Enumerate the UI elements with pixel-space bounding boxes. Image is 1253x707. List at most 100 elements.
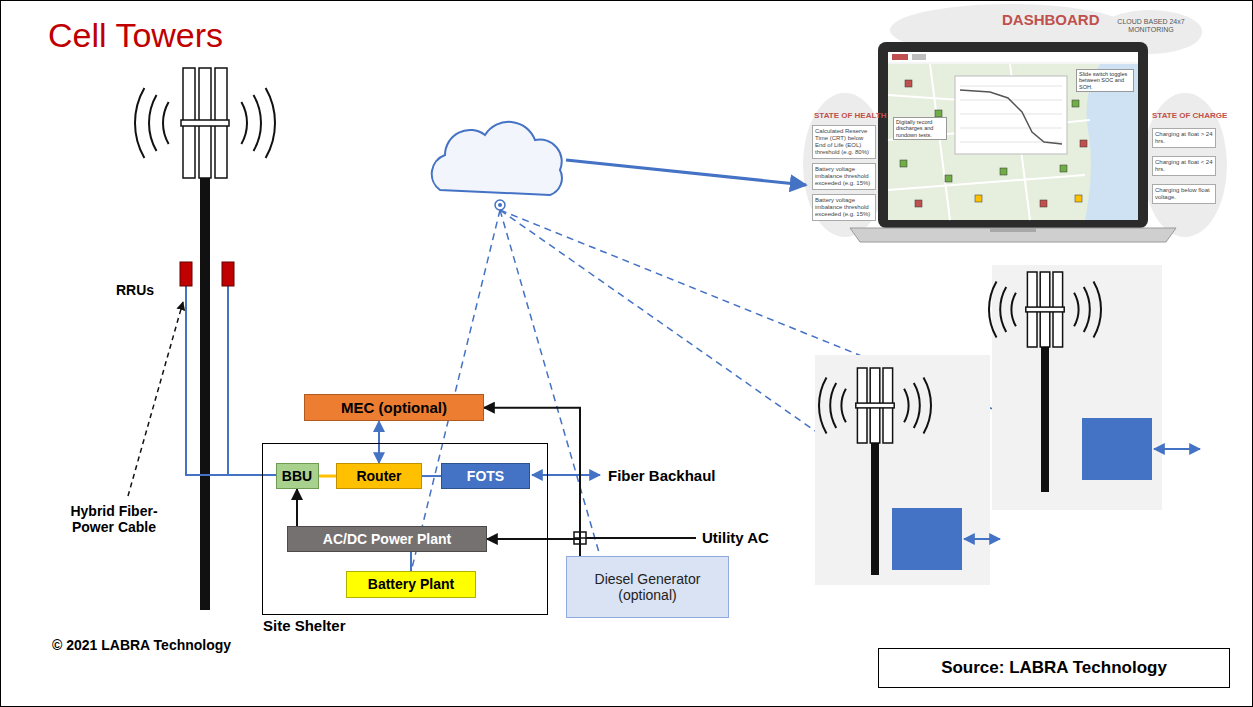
- signal-arc: [1000, 287, 1006, 332]
- signal-arc: [830, 383, 836, 428]
- chart-gridline: [960, 86, 1062, 87]
- chart-gridline: [960, 128, 1062, 129]
- signal-arc: [819, 378, 827, 434]
- site-marker: [1040, 200, 1047, 207]
- alert-callout: Calculated Reserve Time (CRT) below End …: [812, 125, 876, 159]
- node-label: Charging at float > 24 hrs.: [1155, 131, 1213, 145]
- connector: [410, 552, 412, 571]
- site-marker: [1000, 168, 1007, 175]
- shelter-heading: Site Shelter: [263, 617, 346, 634]
- screen-map: [888, 64, 1138, 220]
- signal-arc: [989, 282, 997, 338]
- node-label: FOTS: [467, 468, 504, 484]
- diagram-title: Cell Towers: [48, 16, 223, 55]
- hybrid-cable: [227, 286, 229, 475]
- hybrid-cable: [186, 286, 277, 475]
- router-box: Router: [336, 463, 422, 489]
- signal-arc: [163, 102, 169, 144]
- laptop-screen: [888, 52, 1138, 220]
- screen-logo: [892, 54, 908, 60]
- site-marker: [1072, 100, 1079, 107]
- screen-callout: Slide switch toggles between SOC and SOH…: [1076, 69, 1134, 92]
- connector: [296, 489, 298, 526]
- signal-arc: [923, 378, 931, 434]
- antenna-bracket: [856, 403, 894, 408]
- rru-unit: [180, 262, 192, 286]
- battery-plant-box: Battery Plant: [346, 571, 476, 598]
- node-label: Calculated Reserve Time (CRT) below End …: [815, 128, 873, 156]
- fiber-backhaul-arrow: [532, 474, 600, 476]
- network-cloud: [432, 122, 562, 195]
- screen-header: [888, 52, 1138, 62]
- rru-unit: [222, 262, 234, 286]
- node-label: Charging below float voltage.: [1155, 187, 1213, 201]
- site-marker: [975, 195, 982, 202]
- remote-backhaul-arrow: [1154, 448, 1200, 450]
- fots-box: FOTS: [441, 463, 530, 489]
- node-label: Battery voltage imbalance threshold exce…: [815, 197, 873, 218]
- laptop-notch: [990, 228, 1036, 232]
- link-label: Fiber Backhaul: [606, 466, 718, 485]
- cloud-node: [498, 203, 502, 207]
- bbu-box: BBU: [276, 463, 319, 489]
- signal-arc: [1084, 287, 1090, 332]
- site-marker: [1060, 165, 1067, 172]
- cloud-to-dashboard-arrow: [566, 160, 806, 185]
- remote-site-box: [1082, 418, 1152, 480]
- node-label: Battery Plant: [368, 576, 454, 592]
- connector: [319, 475, 337, 478]
- signal-arc: [1093, 282, 1101, 338]
- laptop-base: [850, 228, 1176, 242]
- node-label: Battery voltage imbalance threshold exce…: [815, 166, 873, 187]
- site-marker: [915, 200, 922, 207]
- status-callout: Charging at float < 24 hrs.: [1152, 156, 1216, 176]
- site-marker: [1075, 195, 1082, 202]
- screen-callout: Digitally record discharges and rundown …: [893, 117, 947, 140]
- signal-arc: [1074, 293, 1079, 327]
- dashboard-section: STATE OF CHARGE: [1150, 110, 1229, 121]
- site-marker: [1080, 140, 1087, 147]
- signal-arc: [266, 88, 275, 158]
- monitoring-link: [411, 210, 500, 572]
- signal-arc: [914, 383, 920, 428]
- signal-arc: [253, 95, 261, 151]
- utility-line: [586, 537, 696, 539]
- signal-arc: [135, 88, 144, 158]
- node-label: BBU: [282, 468, 312, 484]
- node-label: Router: [356, 468, 401, 484]
- signal-arc: [149, 95, 157, 151]
- screen-tab: [912, 54, 926, 60]
- signal-arc: [904, 389, 909, 423]
- site-marker: [935, 110, 942, 117]
- alert-callout: Battery voltage imbalance threshold exce…: [812, 163, 876, 190]
- chart-gridline: [960, 114, 1062, 115]
- leader-arrow: [128, 302, 183, 496]
- map-road: [930, 64, 950, 220]
- node-label: MEC (optional): [341, 399, 447, 416]
- node-label: Source: LABRA Technology: [941, 658, 1167, 678]
- signal-arc: [241, 102, 247, 144]
- tower-background: [992, 265, 1162, 510]
- status-callout: Charging below float voltage.: [1152, 184, 1216, 204]
- generator-box: Diesel Generator (optional): [566, 556, 729, 618]
- copyright-note: © 2021 LABRA Technology: [50, 636, 233, 654]
- map-road: [888, 95, 960, 100]
- part-label: RRUs: [114, 281, 156, 299]
- dashboard-section: STATE OF HEALTH: [812, 110, 888, 121]
- site-marker: [900, 160, 907, 167]
- tower-background: [815, 355, 990, 585]
- laptop-lid: [878, 42, 1148, 228]
- antenna-bracket: [181, 120, 229, 126]
- remote-site-box: [892, 508, 962, 570]
- alert-callout: Battery voltage imbalance threshold exce…: [812, 194, 876, 221]
- connector: [422, 475, 441, 477]
- chart-panel: [955, 76, 1067, 154]
- node-label: AC/DC Power Plant: [323, 531, 451, 547]
- site-marker: [945, 175, 952, 182]
- monitoring-link: [500, 210, 600, 556]
- site-shelter: Site ShelterBBURouterFOTSAC/DC Power Pla…: [262, 443, 548, 615]
- node-label: Diesel Generator (optional): [573, 571, 722, 603]
- connector: [487, 539, 580, 556]
